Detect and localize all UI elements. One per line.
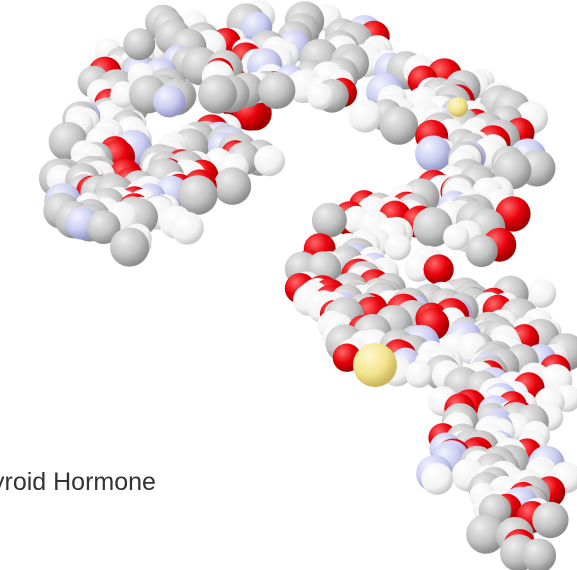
sulfur-atom [353, 343, 397, 387]
hydrogen-atom [254, 145, 285, 177]
carbon-atom [197, 74, 237, 114]
carbon-atom [258, 71, 296, 109]
carbon-atom [466, 514, 506, 554]
hydrogen-atom [405, 360, 433, 388]
carbon-atom [521, 538, 557, 570]
hydrogen-atom [421, 462, 454, 495]
carbon-atom [412, 207, 453, 247]
nitrogen-atom [415, 135, 452, 172]
oxygen-atom [423, 254, 454, 285]
hydrogen-atom [348, 99, 382, 133]
hydrogen-atom [384, 233, 412, 261]
hydrogen-atom [307, 83, 334, 110]
nitrogen-atom [153, 85, 186, 118]
hydrogen-atom [527, 278, 557, 308]
carbon-atom [86, 210, 121, 245]
hydrogen-atom [443, 223, 470, 251]
carbon-atom [532, 501, 569, 539]
carbon-atom [110, 227, 150, 267]
carbon-atom [123, 28, 156, 61]
carbon-atom [311, 202, 347, 238]
carbon-atom [465, 234, 498, 268]
atom-cluster [38, 0, 577, 570]
sulfur-atom [448, 97, 468, 117]
carbon-atom [213, 167, 252, 205]
carbon-atom [178, 175, 218, 215]
carbon-atom [379, 106, 419, 145]
molecule-caption: yroid Hormone [0, 468, 156, 496]
hydrogen-atom [170, 211, 204, 245]
